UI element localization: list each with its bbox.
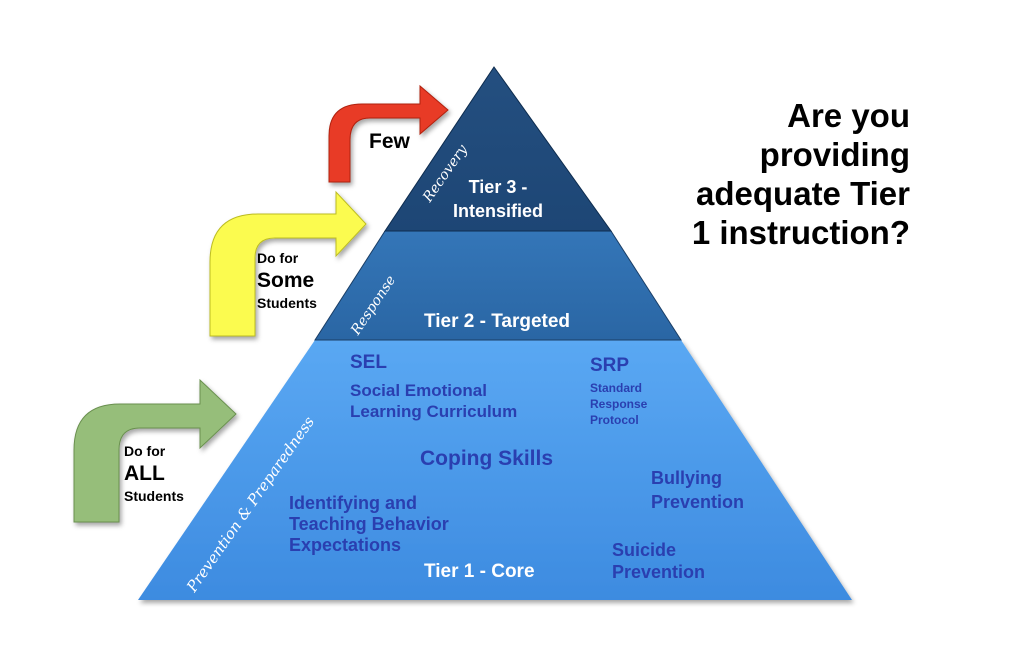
some-students-label: Do for Some Students xyxy=(257,249,332,313)
all-line2: ALL xyxy=(124,462,165,485)
srp-line2: Response xyxy=(590,397,648,411)
some-line3: Students xyxy=(257,295,317,311)
srp-description: Standard Response Protocol xyxy=(590,380,647,428)
all-arrow xyxy=(73,378,237,523)
bullying-line1: Bullying xyxy=(651,468,722,488)
question-line4: 1 instruction? xyxy=(691,214,910,251)
behavior-line3: Expectations xyxy=(289,535,402,555)
all-line1: Do for xyxy=(124,443,166,459)
tier3-line2: Intensified xyxy=(452,201,543,221)
bullying-line2: Prevention xyxy=(651,492,745,512)
question-line1: Are you xyxy=(787,97,910,134)
behavior-expectations: Identifying and Teaching Behavior Expect… xyxy=(289,493,449,556)
some-line1: Do for xyxy=(257,250,299,266)
question-line3: adequate Tier xyxy=(696,175,910,212)
srp-line1: Standard xyxy=(590,381,643,395)
tier3-band xyxy=(384,66,612,232)
tier1-title: Tier 1 - Core xyxy=(424,561,535,582)
tier1-band xyxy=(138,340,852,600)
srp-line3: Protocol xyxy=(590,413,639,427)
behavior-line1: Identifying and xyxy=(289,493,417,513)
suicide-line2: Prevention xyxy=(612,562,706,582)
some-line2: Some xyxy=(257,269,315,292)
suicide-line1: Suicide xyxy=(612,540,677,560)
tier3-title: Tier 3 - Intensified xyxy=(428,175,568,223)
srp-title: SRP xyxy=(590,355,630,376)
all-line3: Students xyxy=(124,488,184,504)
some-arrow xyxy=(209,190,367,337)
few-label: Few xyxy=(369,130,410,153)
tier3-line1: Tier 3 - xyxy=(468,177,528,197)
sel-description: Social Emotional Learning Curriculum xyxy=(350,380,517,422)
coping-skills: Coping Skills xyxy=(420,447,554,470)
question-heading: Are you providing adequate Tier 1 instru… xyxy=(640,96,910,252)
suicide-prevention: Suicide Prevention xyxy=(612,539,705,583)
bullying-prevention: Bullying Prevention xyxy=(651,466,744,514)
sel-line2: Learning Curriculum xyxy=(350,402,518,421)
all-students-label: Do for ALL Students xyxy=(124,442,199,506)
sel-line1: Social Emotional xyxy=(350,381,487,400)
tier2-title: Tier 2 - Targeted xyxy=(423,311,571,332)
question-line2: providing xyxy=(759,136,910,173)
sel-title: SEL xyxy=(350,352,387,373)
few-arrow xyxy=(328,84,449,183)
behavior-line2: Teaching Behavior xyxy=(289,514,449,534)
